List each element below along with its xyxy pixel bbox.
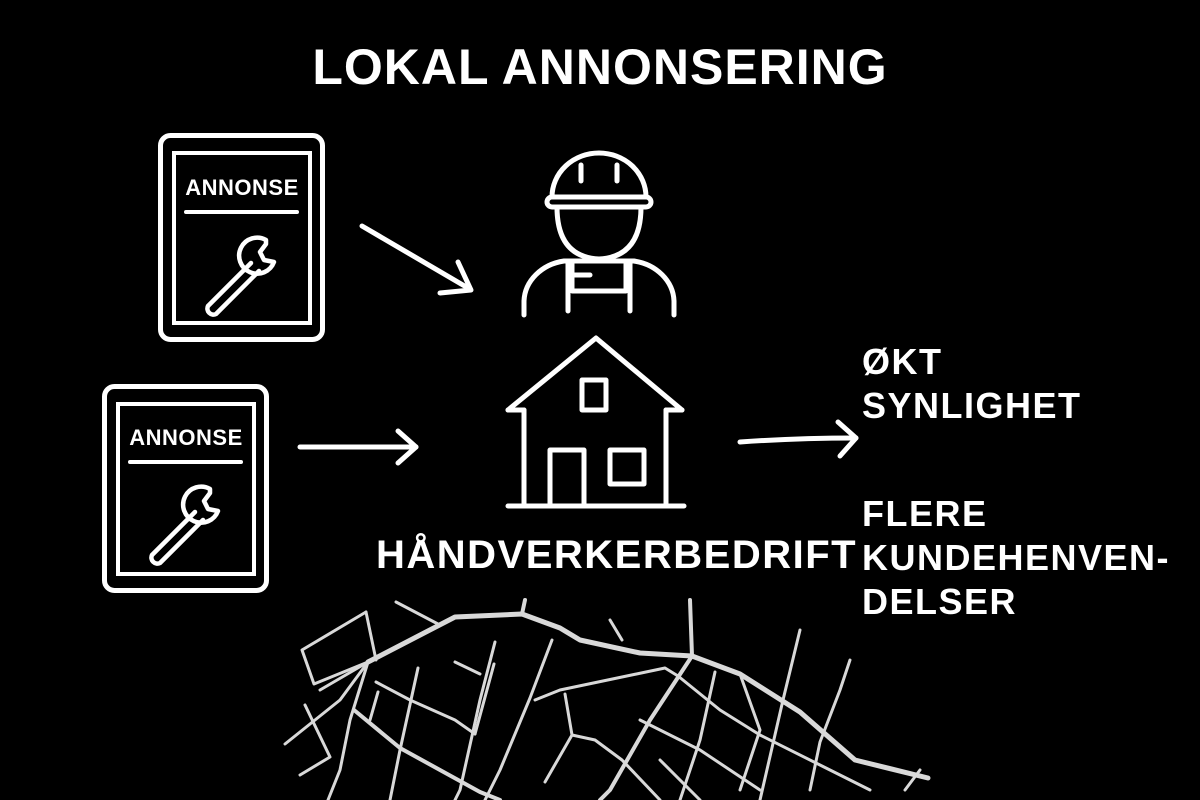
sign-frame-icon — [158, 133, 325, 342]
diagram-title: LOKAL ANNONSERING — [312, 39, 888, 95]
benefit-line: KUNDEHENVEN- — [862, 537, 1171, 578]
benefit-inquiries: FLERE KUNDEHENVEN- DELSER — [862, 492, 1170, 624]
construction-worker-icon — [521, 150, 677, 318]
sign-label: ANNONSE — [129, 425, 243, 450]
arrow-right-benefits-icon — [737, 419, 859, 459]
sign-frame-icon — [102, 384, 269, 593]
ad-sign-top: ANNONSE — [158, 133, 326, 343]
ad-sign-bottom: ANNONSE — [102, 384, 270, 594]
benefit-line: SYNLIGHET — [862, 385, 1082, 426]
wrench-icon — [205, 235, 277, 317]
benefit-visibility: ØKT SYNLIGHET — [862, 340, 1082, 428]
house-icon — [505, 335, 687, 509]
wrench-icon — [149, 484, 221, 566]
benefit-line: ØKT — [862, 341, 943, 382]
sign-label: ANNONSE — [185, 175, 299, 200]
benefit-line: DELSER — [862, 581, 1018, 622]
benefit-line: FLERE — [862, 493, 988, 534]
company-label: HÅNDVERKERBEDRIFT — [376, 533, 858, 577]
arrow-diagonal-icon — [359, 223, 474, 296]
arrow-right-icon — [297, 428, 419, 466]
